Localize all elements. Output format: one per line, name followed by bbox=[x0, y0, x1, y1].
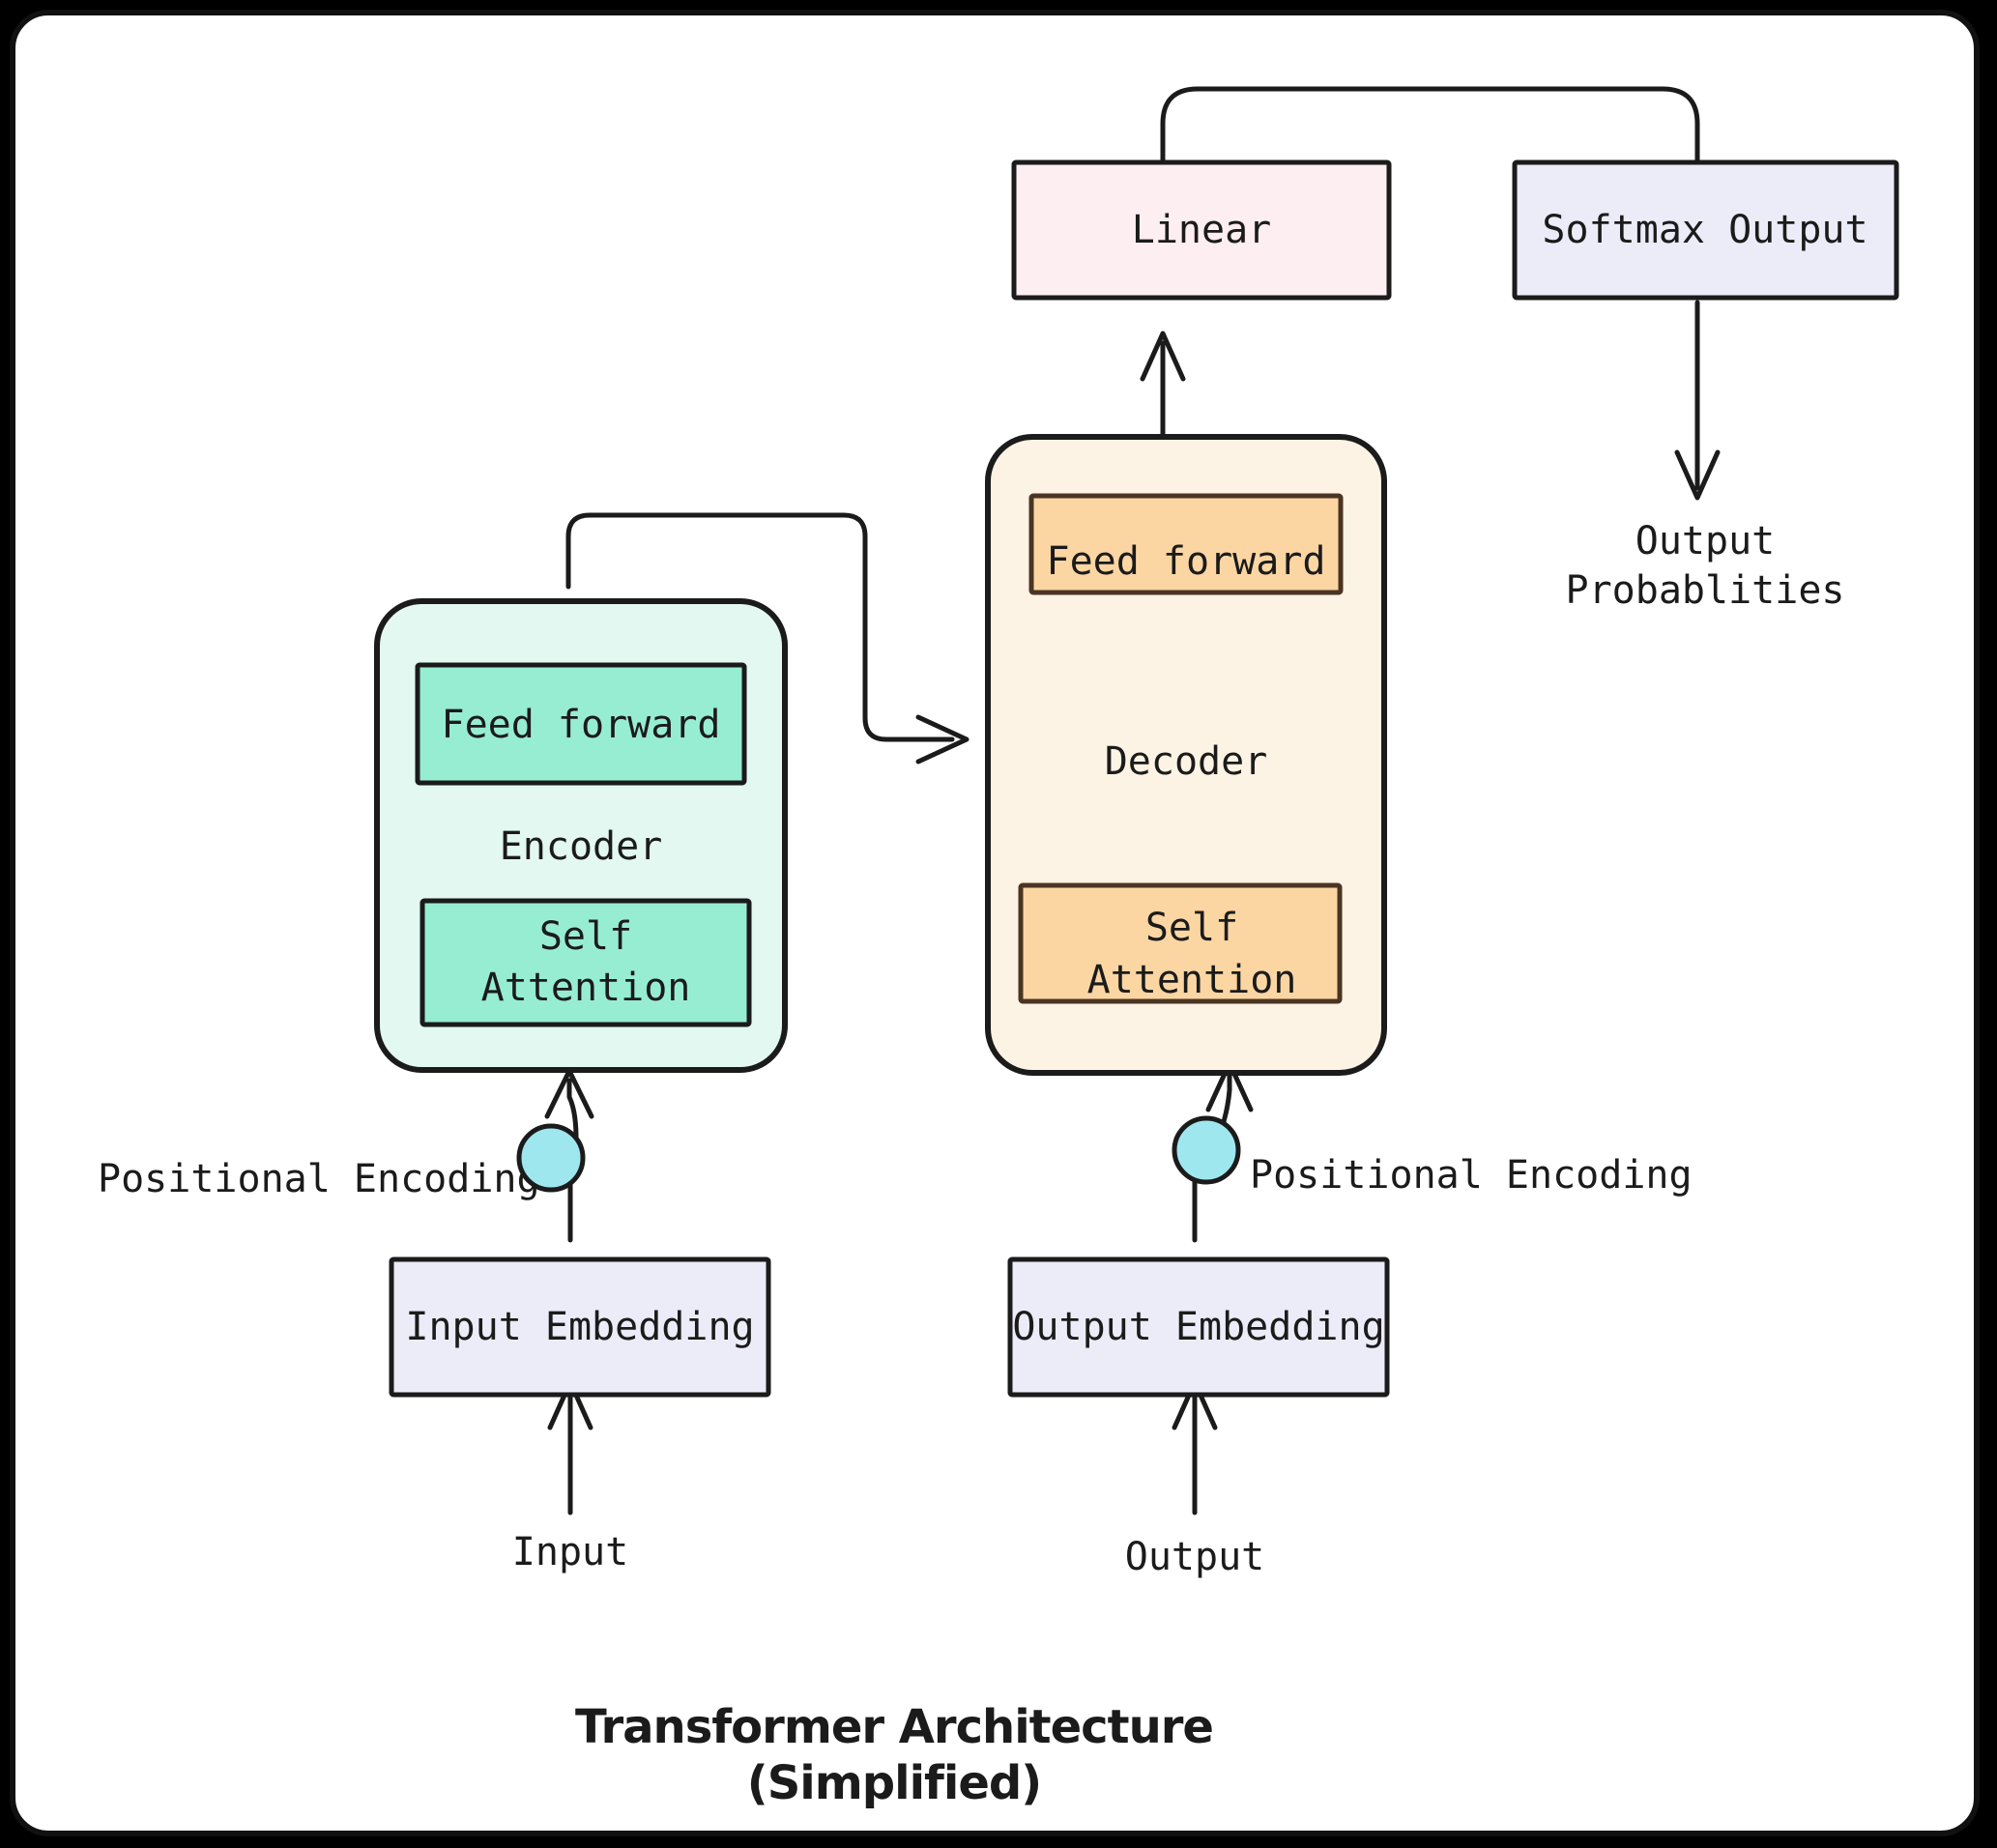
encoder-group-label: Encoder bbox=[500, 824, 663, 869]
output-probabilities-line1: Output bbox=[1635, 519, 1776, 563]
encoder-self-attention-box[interactable] bbox=[420, 898, 752, 1027]
positional-encoding-left-label: Positional Encoding bbox=[98, 1157, 540, 1201]
diagram-title-line2: (Simplified) bbox=[747, 1756, 1041, 1810]
output-label: Output bbox=[1125, 1535, 1265, 1579]
positional-encoding-right-label: Positional Encoding bbox=[1250, 1153, 1693, 1198]
decoder-group-label: Decoder bbox=[1105, 739, 1268, 784]
positional-encoding-right-circle[interactable] bbox=[1172, 1115, 1241, 1185]
edge-decoder-to-linear bbox=[1140, 331, 1186, 443]
edge-encoder-to-decoder bbox=[565, 512, 970, 765]
node-output-embedding[interactable]: Output Embedding bbox=[1007, 1256, 1390, 1398]
linear-box[interactable] bbox=[1011, 159, 1392, 301]
node-encoder[interactable]: Feed forward Encoder Self Attention bbox=[374, 598, 788, 1073]
edge-input-to-input-embedding bbox=[547, 1379, 593, 1516]
node-input-embedding[interactable]: Input Embedding bbox=[389, 1256, 771, 1398]
input-embedding-label: Input Embedding bbox=[405, 1305, 754, 1349]
decoder-feed-forward-label: Feed forward bbox=[1047, 539, 1326, 584]
output-embedding-label: Output Embedding bbox=[1012, 1305, 1384, 1349]
node-softmax-output[interactable]: Softmax Output bbox=[1512, 159, 1899, 301]
diagram-title-line1: Transformer Architecture bbox=[575, 1700, 1213, 1754]
decoder-self-attention-label-line2: Attention bbox=[1087, 958, 1297, 1002]
linear-label: Linear bbox=[1132, 208, 1272, 252]
output-probabilities-line2: Probablities bbox=[1566, 568, 1845, 613]
decoder-self-attention-label-line1: Self bbox=[1145, 906, 1238, 950]
softmax-output-box[interactable] bbox=[1512, 159, 1899, 301]
output-embedding-box[interactable] bbox=[1007, 1256, 1390, 1398]
edge-softmax-to-probabilities bbox=[1674, 300, 1721, 501]
decoder-self-attention-box[interactable] bbox=[1018, 882, 1343, 1004]
positional-encoding-left-circle[interactable] bbox=[516, 1123, 586, 1193]
input-embedding-box[interactable] bbox=[389, 1256, 771, 1398]
encoder-feed-forward-label: Feed forward bbox=[442, 703, 721, 747]
node-linear[interactable]: Linear bbox=[1011, 159, 1392, 301]
input-label: Input bbox=[512, 1530, 628, 1574]
output-probabilities-text: Output Probablities bbox=[1566, 519, 1845, 613]
encoder-feed-forward-box[interactable] bbox=[415, 662, 747, 786]
decoder-feed-forward-box[interactable] bbox=[1028, 493, 1344, 595]
diagram-title: Transformer Architecture (Simplified) bbox=[575, 1700, 1214, 1810]
encoder-self-attention-label-line1: Self bbox=[539, 914, 632, 959]
node-positional-encoding-left[interactable]: Positional Encoding bbox=[98, 1123, 586, 1201]
node-decoder[interactable]: Feed forward Decoder Self Attention bbox=[985, 434, 1387, 1076]
node-positional-encoding-right[interactable]: Positional Encoding bbox=[1172, 1115, 1693, 1198]
encoder-self-attention-label-line2: Attention bbox=[481, 966, 691, 1010]
edge-output-to-output-embedding bbox=[1172, 1379, 1218, 1516]
softmax-output-label: Softmax Output bbox=[1542, 208, 1867, 252]
